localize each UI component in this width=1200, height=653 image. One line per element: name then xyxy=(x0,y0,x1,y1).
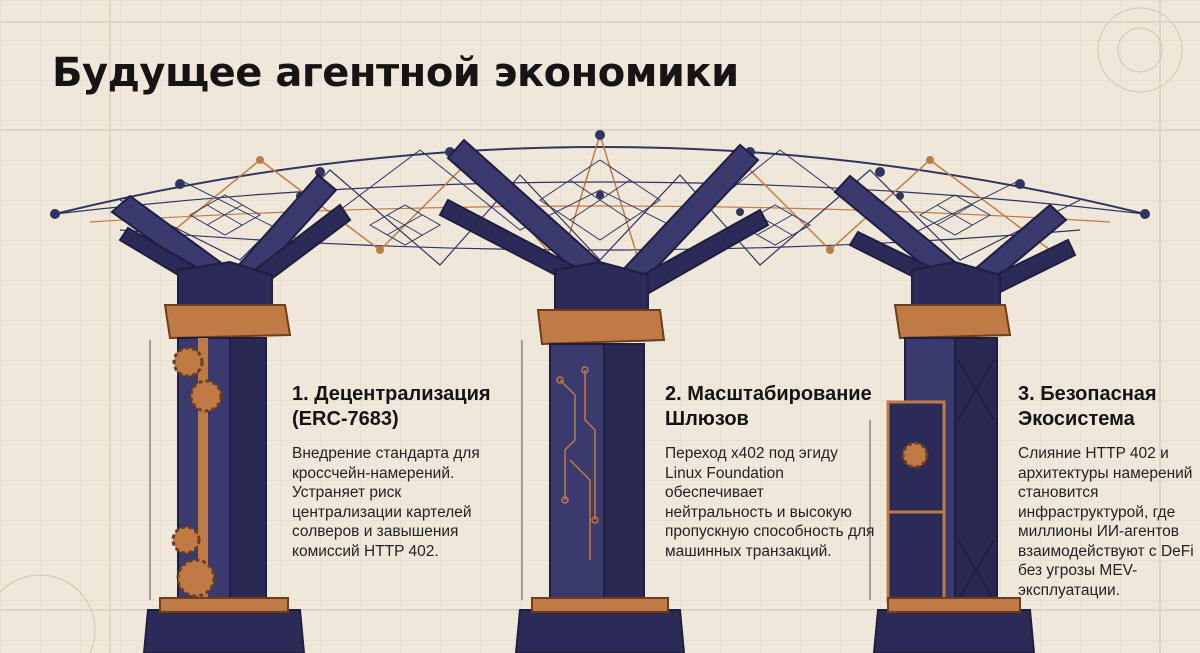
pillar-2-block: 2. Масштабирование Шлюзов Переход x402 п… xyxy=(665,382,875,561)
pillar-secure-ecosystem xyxy=(833,174,1077,653)
pillar-scaling xyxy=(438,138,770,653)
pillar-3-text: Слияние HTTP 402 и архитектуры намерений… xyxy=(1018,445,1194,599)
pillar-1-block: 1. Децентрализация (ERC-7683) Внедрение … xyxy=(292,382,502,561)
page-title: Будущее агентной экономики xyxy=(52,50,739,96)
pillar-1-text: Внедрение стандарта для кроссчейн-намере… xyxy=(292,445,480,560)
pillar-1-heading: 1. Децентрализация (ERC-7683) xyxy=(292,383,491,430)
pillar-3-block: 3. Безопасная Экосистема Слияние HTTP 40… xyxy=(1018,382,1196,600)
pillar-2-text: Переход x402 под эгиду Linux Foundation … xyxy=(665,445,875,560)
pillar-3-heading: 3. Безопасная Экосистема xyxy=(1018,383,1157,430)
pillar-decentralization xyxy=(110,173,352,653)
pillar-2-heading: 2. Масштабирование Шлюзов xyxy=(665,383,872,430)
